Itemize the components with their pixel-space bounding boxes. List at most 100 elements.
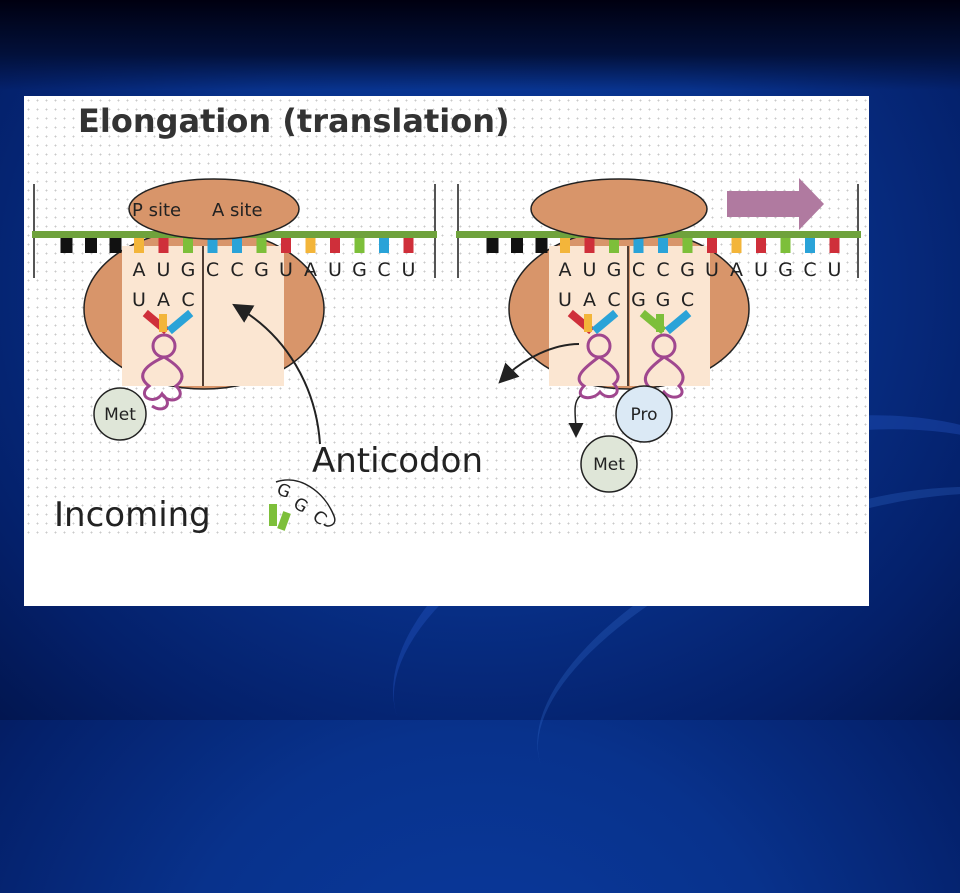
left-codon-letter: A (304, 259, 317, 281)
left-p-anticodon-letter: C (181, 289, 194, 311)
right-codon-letter: G (680, 259, 695, 281)
right-codon-letter: A (730, 259, 743, 281)
incoming-label: Incoming (54, 495, 211, 535)
incoming-anticodon-letter: G (274, 480, 293, 503)
right-codon-letter: U (754, 259, 768, 281)
left-codon-letter: C (230, 259, 243, 281)
header-band (0, 0, 960, 90)
right-mrna-base (682, 238, 693, 253)
right-a-anticodon-letter: G (631, 289, 646, 311)
left-codon-letter: U (279, 259, 293, 281)
left-codon-letter: G (181, 259, 196, 281)
left-leading-base (60, 238, 73, 253)
right-mrna-base (829, 238, 840, 253)
right-mrna-bases (486, 238, 840, 253)
right-codon-letter: G (778, 259, 793, 281)
left-mrna-base (207, 238, 218, 253)
right-leading-base (535, 238, 548, 253)
incoming-anticodon-letter: G (290, 494, 311, 518)
image-corruption-band (24, 540, 869, 606)
left-met-label: Met (104, 405, 136, 425)
right-codon-letter: C (656, 259, 669, 281)
right-codon-letter: C (803, 259, 816, 281)
right-met-label: Met (593, 455, 625, 475)
trna-exit-arrow (498, 343, 580, 384)
left-codon-letter: A (133, 259, 146, 281)
left-leading-base (85, 238, 97, 253)
right-codon-letter: U (705, 259, 719, 281)
left-mrna-bases (60, 238, 414, 253)
right-mrna-base (658, 238, 668, 253)
right-pro-amino-acid (615, 385, 673, 443)
right-mrna-base (609, 238, 619, 253)
right-ribosome-small-subunit (530, 178, 708, 240)
left-mrna-base (281, 238, 291, 253)
left-codon-letter: C (206, 259, 219, 281)
right-mrna-base (560, 238, 570, 253)
right-mrna-base (584, 238, 595, 253)
left-codon-letter: U (402, 259, 416, 281)
right-codon-letter: U (828, 259, 842, 281)
right-codon-letter: C (632, 259, 645, 281)
left-mrna-base (232, 238, 242, 253)
right-a-anticodon-letter: C (681, 289, 694, 311)
right-a-anticodon-letter: G (656, 289, 671, 311)
right-mrna-base (707, 238, 717, 253)
right-mrna-base (756, 238, 766, 253)
left-codon-letter: G (254, 259, 269, 281)
right-trna-a (639, 309, 692, 400)
right-codon-letter: A (559, 259, 572, 281)
right-p-anticodon-letter: A (583, 289, 596, 311)
left-mrna-base (403, 238, 414, 253)
incoming-bracket (275, 479, 336, 527)
left-mrna-base (158, 238, 169, 253)
right-p-anticodon-letter: C (607, 289, 620, 311)
right-mrna-base (780, 238, 791, 253)
right-leading-base (486, 238, 499, 253)
right-met-amino-acid (580, 435, 638, 493)
anticodon-label: Anticodon (312, 441, 483, 481)
left-p-site-label: P site (132, 200, 181, 221)
left-mrna-base (134, 238, 144, 253)
left-codon-letter: C (377, 259, 390, 281)
diagram-title: Elongation (translation) (78, 102, 510, 140)
left-codon-letter: U (328, 259, 342, 281)
left-mrna-base (305, 238, 316, 253)
left-mrna-base (330, 238, 340, 253)
left-mrna-base (379, 238, 389, 253)
left-a-site-label: A site (212, 200, 263, 221)
right-pro-label: Pro (631, 405, 658, 425)
left-p-anticodon-letter: U (132, 289, 146, 311)
right-mrna-base (731, 238, 742, 253)
met-transfer-arrow (568, 395, 584, 438)
left-codon-letter: G (352, 259, 367, 281)
left-mrna-base (183, 238, 193, 253)
right-mrna-base (805, 238, 815, 253)
left-leading-base (109, 238, 122, 253)
left-mrna-base (354, 238, 365, 253)
left-met-amino-acid (93, 387, 147, 441)
left-trna-p (141, 309, 194, 411)
right-leading-base (511, 238, 523, 253)
right-codon-letter: U (583, 259, 597, 281)
incoming-base-2 (277, 511, 291, 531)
left-p-anticodon-letter: A (157, 289, 170, 311)
left-mrna-base (256, 238, 267, 253)
left-codon-letter: U (157, 259, 171, 281)
right-codon-letter: G (607, 259, 622, 281)
ribosome-movement-arrow (727, 178, 824, 230)
incoming-base-1 (269, 504, 277, 526)
diagram-panel: Elongation (translation) P site A site (24, 96, 869, 606)
right-p-anticodon-letter: U (558, 289, 572, 311)
anticodon-arrow (232, 303, 321, 445)
right-mrna-base (633, 238, 644, 253)
right-trna-p (567, 309, 620, 400)
left-ribosome-small-subunit (128, 178, 300, 240)
